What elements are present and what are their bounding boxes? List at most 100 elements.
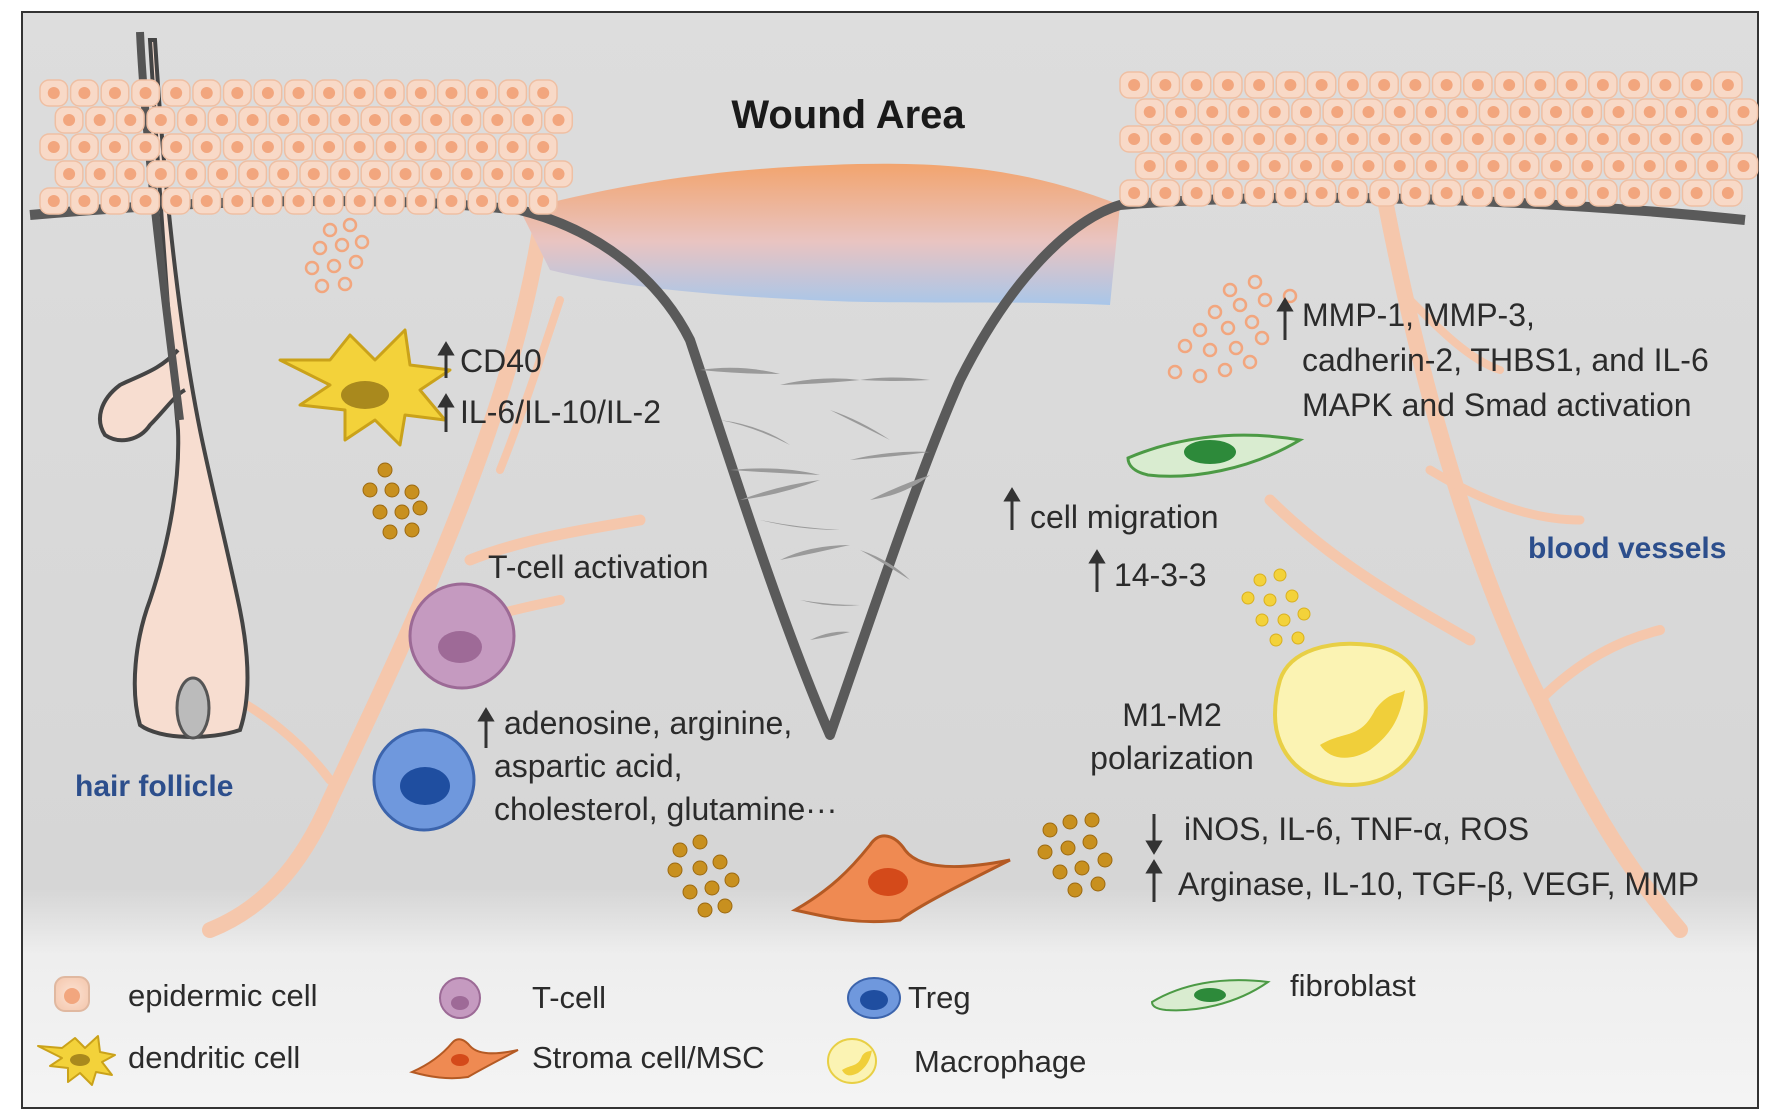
- vesicle-dot: [1192, 322, 1208, 338]
- epidermal-cell: [498, 133, 528, 161]
- legend: epidermic cell dendritic cell T-cell Str…: [37, 968, 1416, 1086]
- epidermal-cell: [131, 79, 161, 107]
- epidermal-cell: [543, 160, 574, 188]
- legend-fibroblast: fibroblast: [1150, 968, 1416, 1012]
- epidermal-cell: [1713, 125, 1743, 153]
- epidermal-cell: [1447, 98, 1478, 126]
- secreted-vesicles-yellow: [1241, 568, 1311, 647]
- epidermal-cell: [1556, 179, 1587, 207]
- vesicle-dot: [1263, 593, 1277, 607]
- epidermal-cell: [1619, 71, 1649, 99]
- epidermal-cell: [222, 79, 252, 107]
- epidermal-cell: [1588, 125, 1618, 153]
- epidermal-cell: [1509, 152, 1540, 180]
- cd40-label: CD40: [460, 343, 542, 379]
- epidermal-cell: [314, 187, 344, 215]
- epidermal-cell: [1681, 71, 1712, 99]
- epidermal-cell: [1353, 152, 1384, 180]
- epidermal-cell: [406, 79, 436, 107]
- epidermal-cell: [100, 133, 130, 161]
- epidermal-cell: [360, 160, 390, 188]
- epidermal-cell: [207, 160, 237, 188]
- epidermal-cell: [1213, 125, 1243, 153]
- epidermal-cell: [436, 79, 466, 107]
- legend-epidermic-cell: epidermic cell: [54, 976, 318, 1013]
- mmp-label-line2: cadherin-2, THBS1, and IL-6: [1302, 342, 1709, 378]
- epidermal-cell: [1494, 125, 1524, 153]
- epidermal-cell: [207, 106, 237, 134]
- wound-fibers: [700, 367, 930, 640]
- epidermal-cell: [1463, 125, 1493, 153]
- vesicle-dot: [1257, 292, 1273, 308]
- epidermal-cell: [1650, 179, 1681, 207]
- epidermal-cell: [1197, 98, 1228, 126]
- epidermal-cell: [1306, 71, 1337, 99]
- epidermal-cell: [1150, 179, 1181, 207]
- polarization-label: polarization: [1090, 740, 1254, 776]
- epidermal-cell: [1400, 179, 1431, 207]
- vesicle-dot: [1084, 812, 1100, 828]
- vesicle-dot: [354, 234, 370, 250]
- epidermal-cell: [1713, 71, 1743, 99]
- epidermal-cell: [406, 187, 436, 215]
- epidermal-cell: [360, 106, 390, 134]
- vesicle-dot: [1192, 368, 1208, 384]
- vesicle-dot: [342, 217, 358, 233]
- epidermal-cell: [1619, 179, 1649, 207]
- vesicle-dot: [724, 872, 740, 888]
- epidermal-cell: [1494, 179, 1524, 207]
- vesicle-dot: [1097, 852, 1113, 868]
- epidermal-cell: [375, 133, 405, 161]
- epidermal-cell: [1166, 152, 1196, 180]
- vesicle-dot: [312, 240, 328, 256]
- secreted-vesicles-peach-left: [304, 217, 370, 294]
- epidermal-cell: [115, 160, 145, 188]
- legend-macrophage: Macrophage: [827, 1038, 1086, 1084]
- epidermal-cell: [467, 79, 497, 107]
- epidermal-cell: [421, 160, 451, 188]
- epidermal-cell: [238, 160, 268, 188]
- epidermal-cell: [1650, 125, 1681, 153]
- epidermal-cell: [329, 106, 359, 134]
- epidermal-cell: [1463, 179, 1493, 207]
- vesicle-dot: [1269, 633, 1283, 647]
- downregulated-factors: iNOS, IL-6, TNF-α, ROS: [1184, 811, 1529, 847]
- vesicle-dot: [1247, 274, 1263, 290]
- epidermal-cell: [1634, 98, 1665, 126]
- legend-macrophage-label: Macrophage: [914, 1044, 1086, 1079]
- t-cell: [408, 582, 516, 690]
- epidermal-cell: [1556, 125, 1587, 153]
- epidermal-cell: [1338, 71, 1368, 99]
- epidermal-cell: [222, 187, 252, 215]
- epidermal-cell: [1291, 152, 1321, 180]
- epidermal-cell: [69, 79, 99, 107]
- epidermal-cell: [1681, 179, 1712, 207]
- epidermal-cell: [1213, 71, 1243, 99]
- vesicle-dot: [1220, 320, 1236, 336]
- epidermal-cell: [1541, 152, 1571, 180]
- legend-treg: Treg: [847, 977, 971, 1019]
- m1-m2-label: M1-M2: [1122, 697, 1222, 733]
- epidermal-cell: [1322, 98, 1353, 126]
- vesicle-dot: [404, 484, 420, 500]
- epidermal-cell: [1588, 179, 1618, 207]
- epidermal-cell: [1588, 71, 1618, 99]
- vesicle-dot: [1222, 282, 1238, 298]
- wound-clot: [520, 163, 1120, 305]
- epidermal-cell: [1494, 71, 1524, 99]
- epidermal-cell: [69, 187, 99, 215]
- vesicle-dot: [1228, 340, 1244, 356]
- epidermal-cell: [1728, 98, 1759, 126]
- vesicle-dot: [712, 854, 728, 870]
- epidermal-cell: [1697, 152, 1728, 180]
- secreted-vesicles-brown-msc-right: [1037, 812, 1113, 898]
- epidermal-cell: [222, 133, 252, 161]
- fibroblast-cell: [1126, 433, 1305, 478]
- epidermal-cell: [1244, 71, 1274, 99]
- epidermal-cell: [161, 79, 191, 107]
- vesicle-dot: [1177, 338, 1193, 354]
- epidermal-cell: [283, 133, 314, 161]
- vesicle-dot: [326, 258, 342, 274]
- epidermal-cell: [482, 160, 512, 188]
- epidermal-cell: [1181, 125, 1212, 153]
